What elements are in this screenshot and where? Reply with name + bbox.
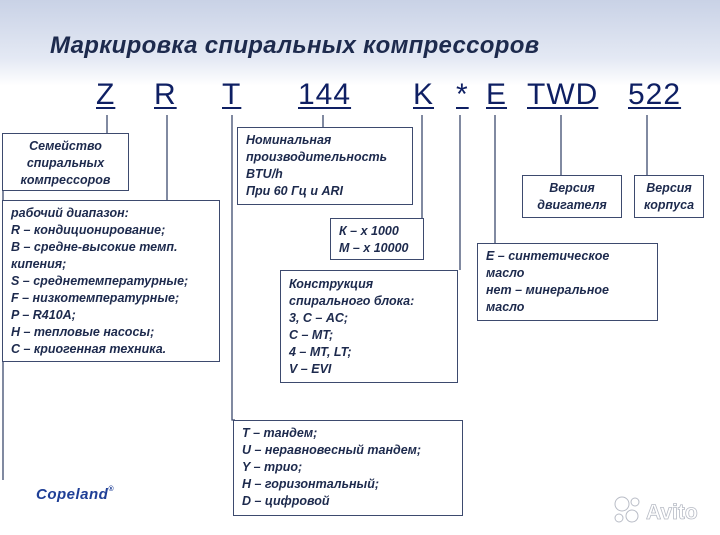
body-line: Версия [646, 181, 692, 195]
scroll-line: 4 – MT, LT; [289, 345, 352, 359]
body-box: Версия корпуса [634, 175, 704, 218]
logo-mark: ® [108, 486, 115, 493]
body-line: корпуса [643, 198, 695, 212]
range-box: рабочий диапазон: R – кондиционирование;… [2, 200, 220, 362]
family-line: компрессоров [20, 173, 111, 187]
diagram-title: Маркировка спиральных компрессоров [50, 32, 540, 59]
capacity-line: BTU/h [246, 167, 283, 181]
oil-box: E – синтетическое масло нет – минерально… [477, 243, 658, 321]
range-line: S – среднетемпературные; [11, 274, 189, 288]
family-box: Семейство спиральных компрессоров [2, 133, 129, 191]
avito-watermark: Avito [612, 492, 717, 528]
scroll-line: V – EVI [289, 362, 332, 376]
range-line: H – тепловые насосы; [11, 325, 155, 339]
range-line: рабочий диапазон: [11, 206, 129, 220]
tandem-line: T – тандем; [242, 426, 318, 440]
oil-line: E – синтетическое [486, 249, 610, 263]
family-line: спиральных [26, 156, 105, 170]
tandem-line: Y – трио; [242, 460, 303, 474]
code-star: * [456, 78, 469, 111]
code-r: R [154, 78, 177, 111]
range-line: R – кондиционирование; [11, 223, 166, 237]
motor-box: Версия двигателя [522, 175, 622, 218]
code-144: 144 [298, 78, 352, 111]
line-t [231, 115, 235, 421]
tandem-line: D – цифровой [242, 494, 330, 508]
scroll-line: С – MT; [289, 328, 334, 342]
multiplier-line: M – x 10000 [339, 241, 409, 255]
avito-icon: Avito [614, 496, 698, 524]
range-line: кипения; [11, 257, 67, 271]
family-line: Семейство [29, 139, 102, 153]
scroll-box: Конструкция спирального блока: 3, С – AC… [280, 270, 458, 383]
multiplier-box: К – x 1000 M – x 10000 [330, 218, 424, 260]
tandem-box: T – тандем; U – неравновесный тандем; Y … [233, 420, 463, 516]
code-522: 522 [628, 78, 682, 111]
logo-text: Copeland [36, 486, 109, 503]
tandem-line: H – горизонтальный; [242, 477, 380, 491]
motor-line: двигателя [537, 198, 607, 212]
watermark-text: Avito [646, 501, 698, 524]
oil-line: нет – минеральное [486, 283, 609, 297]
code-twd: TWD [527, 78, 599, 111]
copeland-logo: Copeland® [36, 486, 114, 503]
capacity-line: производительность [246, 150, 388, 164]
oil-line: масло [486, 300, 525, 314]
code-z: Z [96, 78, 116, 111]
tandem-line: U – неравновесный тандем; [242, 443, 422, 457]
code-k: K [413, 78, 435, 111]
code-t: T [222, 78, 242, 111]
range-line: F – низкотемпературные; [11, 291, 180, 305]
code-e: E [486, 78, 508, 111]
scroll-line: Конструкция [289, 277, 374, 291]
scroll-line: спирального блока: [289, 294, 415, 308]
capacity-box: Номинальная производительность BTU/h При… [237, 127, 413, 205]
range-line: B – средне-высокие темп. [11, 240, 178, 254]
range-line: P – R410A; [11, 308, 76, 322]
oil-line: масло [486, 266, 525, 280]
capacity-line: При 60 Гц и ARI [246, 184, 343, 198]
scroll-line: 3, С – AC; [289, 311, 349, 325]
multiplier-line: К – x 1000 [339, 224, 399, 238]
motor-line: Версия [549, 181, 595, 195]
capacity-line: Номинальная [246, 133, 332, 147]
range-line: C – криогенная техника. [11, 342, 167, 356]
